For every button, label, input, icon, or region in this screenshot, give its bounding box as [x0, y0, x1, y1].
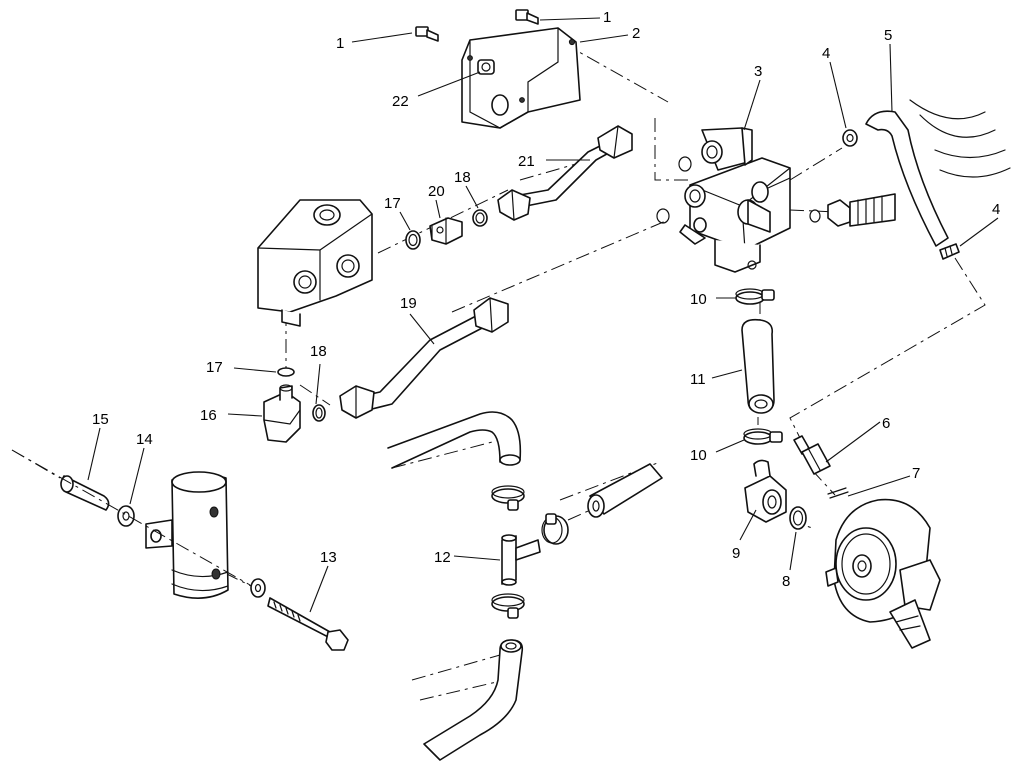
canister-centerline [11, 449, 251, 586]
callout-4-top: 4 [822, 45, 830, 62]
callout-1-left: 1 [336, 35, 344, 52]
callout-14: 14 [136, 431, 153, 448]
callout-11: 11 [690, 371, 706, 388]
clamp-10-upper [735, 288, 775, 305]
callout-4-right: 4 [992, 201, 1000, 218]
callout-9: 9 [732, 545, 740, 562]
adapter-20 [429, 217, 463, 245]
clamp-center-bottom [491, 593, 525, 619]
hose-upper-center [387, 411, 522, 469]
callout-18-lower: 18 [310, 343, 327, 360]
valve-manifold [656, 127, 821, 273]
bolt-left [415, 26, 439, 42]
hose-short-center [587, 463, 663, 518]
mounting-bracket [461, 27, 581, 129]
callout-3: 3 [754, 63, 762, 80]
callout-5: 5 [884, 27, 892, 44]
hose-lower-center [423, 639, 524, 761]
callout-10-upper: 10 [690, 291, 707, 308]
callout-13: 13 [320, 549, 337, 566]
spacer-15 [60, 475, 110, 511]
nut-22 [477, 59, 495, 75]
filter-canister [145, 471, 229, 599]
oring-18-upper [472, 209, 488, 227]
leader-lines [87, 17, 999, 613]
callout-10-lower: 10 [690, 447, 707, 464]
callout-12: 12 [434, 549, 451, 566]
bolt-13 [267, 597, 349, 651]
washer-14 [117, 505, 135, 527]
filter-housing [825, 498, 941, 649]
hose-fitting-right [827, 193, 896, 227]
oring-17-lower [277, 367, 295, 377]
bolt-right [515, 9, 539, 25]
washer-lower [250, 578, 266, 598]
callout-1-right: 1 [603, 9, 611, 26]
hose-11 [741, 318, 775, 414]
oring-7 [827, 487, 849, 499]
callout-8: 8 [782, 573, 790, 590]
elbow-9 [744, 459, 787, 523]
oring-17-upper [405, 230, 421, 250]
callout-2: 2 [632, 25, 640, 42]
oring-8 [789, 506, 807, 530]
callout-15: 15 [92, 411, 109, 428]
callout-labels: 1 1 2 3 4 4 5 6 7 8 9 10 10 11 12 13 14 … [92, 9, 1000, 590]
clamp-center-side [541, 513, 569, 545]
callout-17-lower: 17 [206, 359, 223, 376]
elbow-16 [263, 384, 301, 443]
fitting-6 [793, 435, 831, 475]
callout-20: 20 [428, 183, 445, 200]
clamp-10-lower [743, 428, 783, 445]
fitting-4-top [842, 129, 858, 147]
callout-6: 6 [882, 415, 890, 432]
callout-19: 19 [400, 295, 417, 312]
oring-18-lower [312, 404, 326, 422]
callout-21: 21 [518, 153, 535, 170]
callout-7: 7 [912, 465, 920, 482]
tube-21 [497, 125, 633, 221]
callout-17-upper: 17 [384, 195, 401, 212]
tee-12 [501, 534, 541, 586]
tube-19 [339, 297, 509, 419]
callout-16: 16 [200, 407, 217, 424]
clamp-center-top [491, 485, 525, 511]
callout-18-upper: 18 [454, 169, 471, 186]
pump-block [257, 199, 373, 327]
fitting-4-right [939, 243, 960, 260]
callout-22: 22 [392, 93, 409, 110]
hose-5 [865, 99, 1011, 247]
